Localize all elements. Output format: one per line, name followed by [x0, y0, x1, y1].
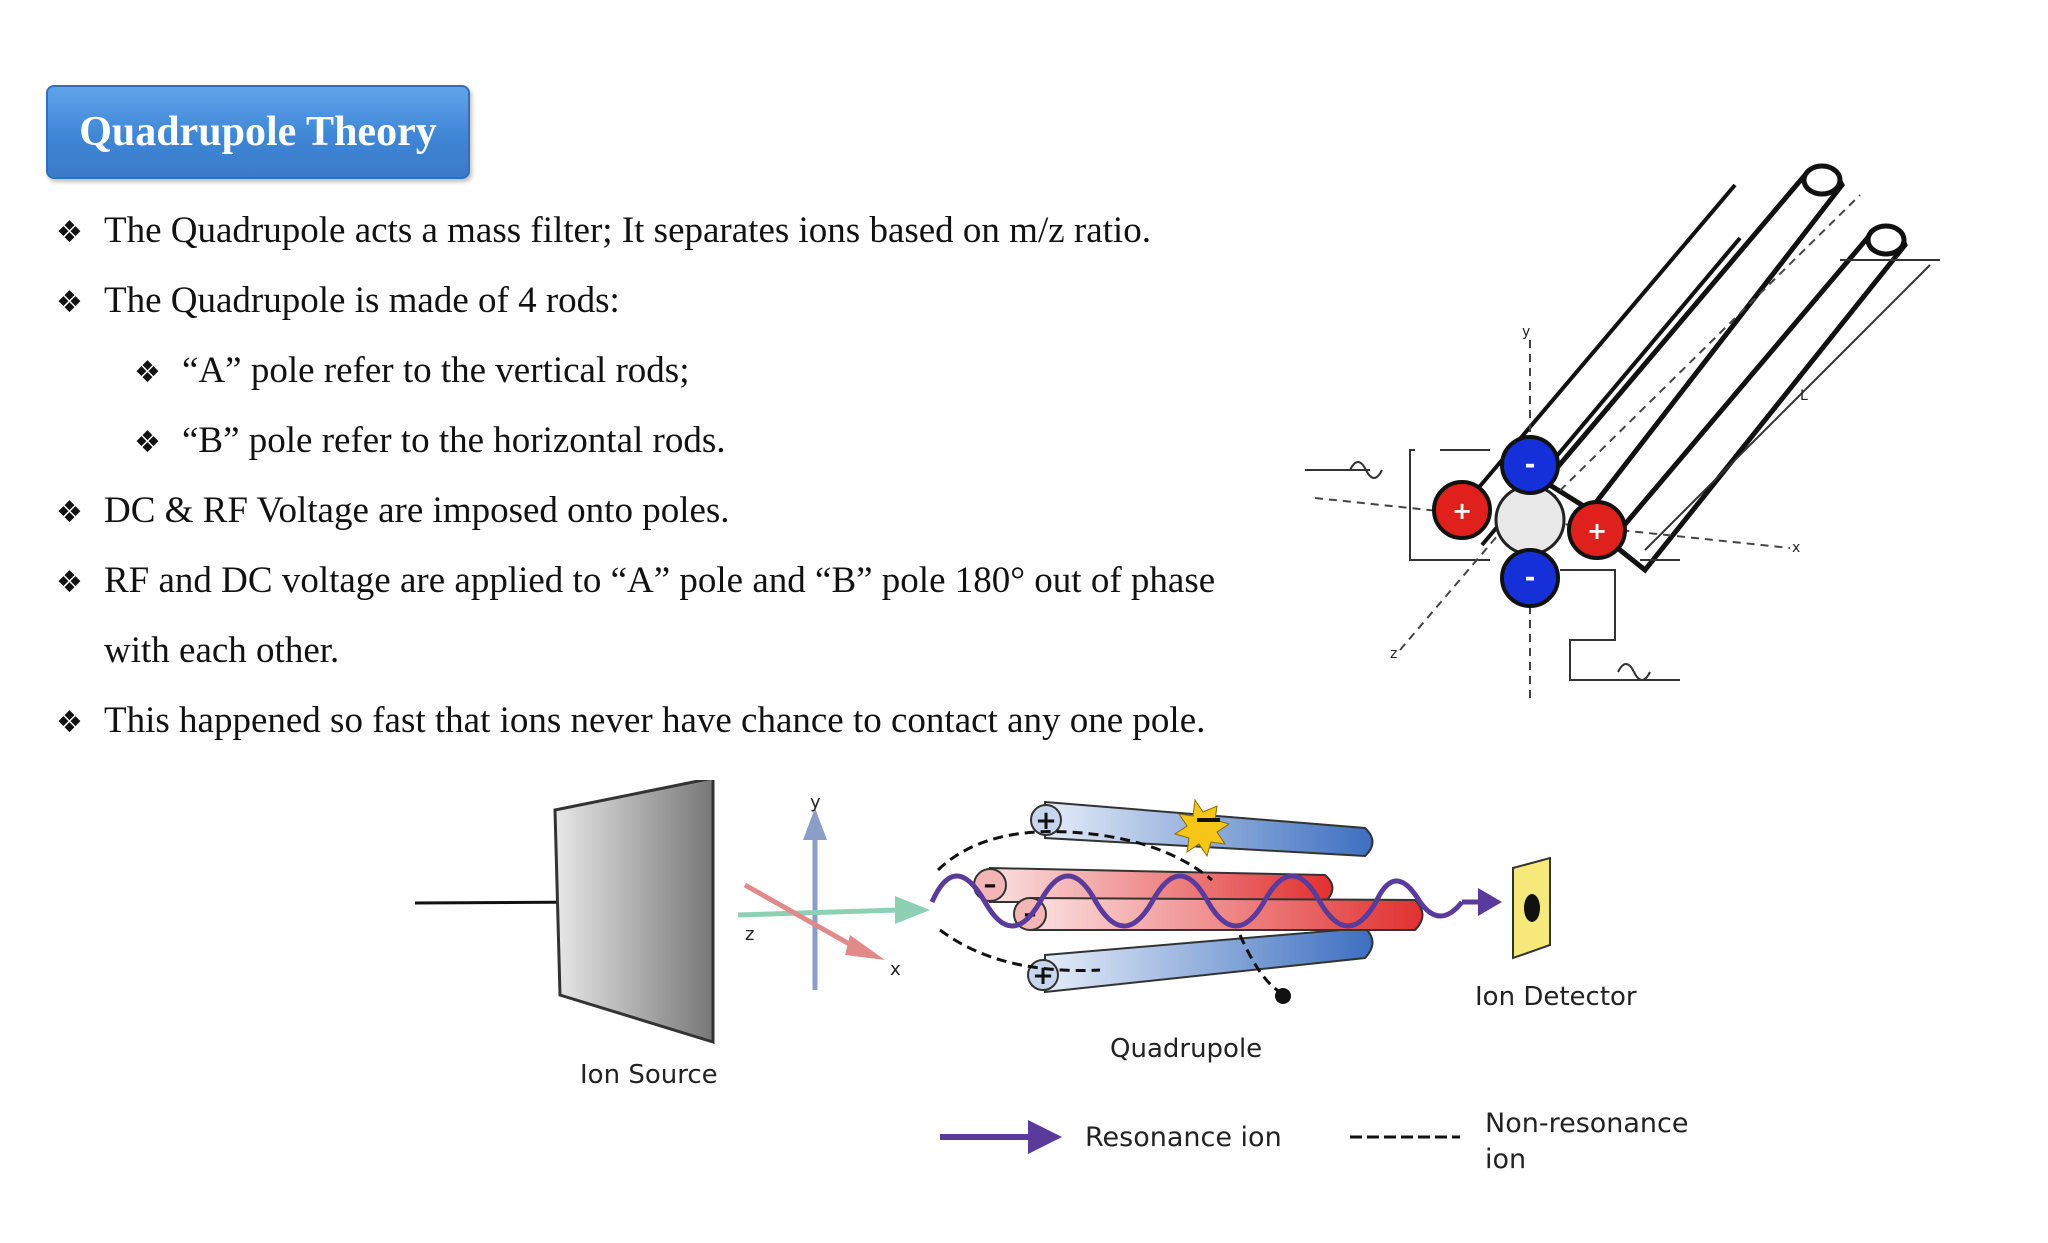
bullet-marker: ❖	[56, 565, 83, 600]
positive-rod-left	[1432, 480, 1492, 540]
axis-x-label: x	[1792, 540, 1800, 556]
bullet-item: ❖ This happened so fast that ions never h…	[56, 702, 1205, 739]
axis-y-label: y	[810, 792, 821, 813]
plus-sign: +	[1035, 806, 1057, 836]
z-axis	[737, 907, 901, 918]
bullet-text: The Quadrupole acts a mass filter; It se…	[104, 210, 1151, 251]
rf-sine-icon	[1617, 663, 1651, 681]
positive-rod-right	[1567, 500, 1627, 560]
y-axis-arrow-icon	[803, 808, 827, 840]
bullet-item: ❖ RF and DC voltage are applied to “A” po…	[56, 562, 1215, 599]
bullet-marker: ❖	[56, 495, 83, 530]
slide-title: Quadrupole Theory	[79, 109, 437, 155]
minus-sign: -	[1525, 450, 1536, 480]
legend-resonance-label: Resonance ion	[1085, 1122, 1282, 1153]
bullet-text: This happened so fast that ions never ha…	[104, 700, 1206, 741]
bullet-text: DC & RF Voltage are imposed onto poles.	[104, 490, 730, 531]
legend-arrow-icon	[1028, 1120, 1062, 1154]
bullet-text: with each other.	[104, 630, 340, 671]
legend-nonresonance-label: ion	[1485, 1144, 1526, 1175]
detector-hole	[1524, 894, 1540, 922]
length-dimension-line	[1644, 264, 1931, 551]
negative-rod-bottom	[1500, 548, 1560, 608]
non-resonance-path	[936, 830, 1213, 882]
ion-detector-label: Ion Detector	[1475, 982, 1637, 1012]
resonance-ion-wave	[929, 873, 1464, 929]
bullet-text: RF and DC voltage are applied to “A” pol…	[104, 560, 1216, 601]
axis-z-label: z	[745, 924, 754, 945]
blue-rod-bottom	[1044, 926, 1374, 994]
z-axis-arrow-icon	[895, 896, 930, 924]
rod-cap-positive	[1030, 804, 1062, 836]
bullet-marker: ❖	[56, 215, 83, 250]
minus-sign: -	[1525, 563, 1536, 593]
length-label: L	[1800, 388, 1808, 404]
circuit-wires	[1305, 259, 1940, 681]
plus-sign: +	[1032, 961, 1054, 991]
bullet-item: ❖ The Quadrupole is made of 4 rods:	[56, 282, 620, 319]
arrowhead-icon	[1478, 888, 1502, 916]
non-resonance-path	[939, 928, 1281, 994]
axis-x-label: x	[890, 959, 901, 980]
quadrupole-label: Quadrupole	[1110, 1034, 1262, 1064]
bullet-marker: ❖	[134, 425, 161, 460]
minus-sign: –	[984, 870, 997, 900]
bullet-item: ❖ The Quadrupole acts a mass filter; It s…	[56, 212, 1151, 249]
sub-bullet-item: ❖ “A” pole refer to the vertical rods;	[134, 352, 690, 389]
legend-nonresonance-label: Non-resonance	[1485, 1108, 1689, 1139]
bullet-continuation: with each other.	[104, 632, 339, 669]
slide-title-box: Quadrupole Theory	[46, 85, 470, 179]
sub-bullet-item: ❖ “B” pole refer to the horizontal rods.	[134, 422, 726, 459]
rod-end	[1801, 163, 1843, 197]
bullet-marker: ❖	[56, 705, 83, 740]
ion-dot	[1275, 988, 1291, 1004]
bullet-text: The Quadrupole is made of 4 rods:	[104, 280, 620, 321]
collision-burst-icon	[1173, 798, 1231, 858]
x-axis-arrow-icon	[845, 935, 885, 960]
ion-source-label: Ion Source	[580, 1060, 718, 1090]
plus-sign: +	[1587, 517, 1607, 545]
ion-path-circle	[1494, 484, 1566, 556]
ion-source-plate	[553, 780, 715, 1045]
quadrupole-rods-diagram: y x z L - - + +	[1305, 163, 1940, 700]
rf-sine-icon	[1349, 461, 1383, 479]
bullet-text: “B” pole refer to the horizontal rods.	[182, 420, 726, 461]
bullet-marker: ❖	[56, 285, 83, 320]
bullet-item: ❖ DC & RF Voltage are imposed onto poles.	[56, 492, 730, 529]
mass-filter-diagram: Ion Source y z x + + – – Ion Detector Qu…	[414, 780, 1689, 1175]
x-axis	[743, 882, 862, 953]
axis-y-label: y	[1522, 324, 1530, 340]
plus-sign: +	[1452, 497, 1472, 525]
bullet-marker: ❖	[134, 355, 161, 390]
axis-z-label: z	[1390, 646, 1397, 662]
rod-end	[1865, 223, 1907, 257]
negative-rod-top	[1500, 435, 1560, 495]
bullet-text: “A” pole refer to the vertical rods;	[182, 350, 690, 391]
